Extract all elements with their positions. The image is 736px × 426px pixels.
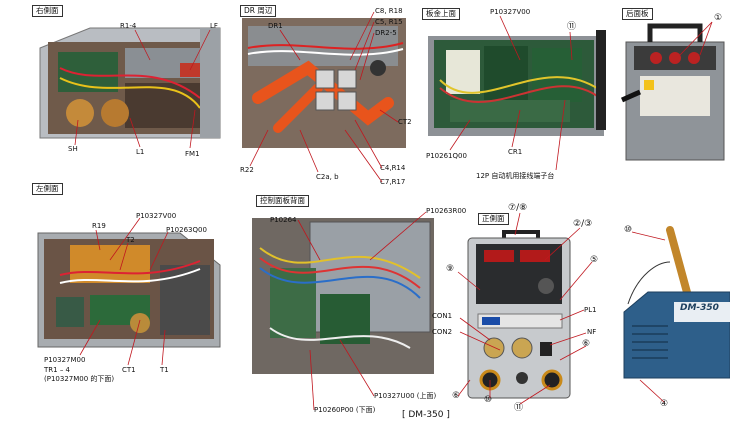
label-cr1: CR1: [508, 148, 523, 156]
caption-sheet-top: 板金上面: [422, 8, 460, 20]
marker-1-rear: ①: [714, 13, 723, 23]
photo-rear: [620, 12, 730, 162]
label-p10261q00: P10261Q00: [426, 152, 467, 160]
label-c2ab: C2a, b: [316, 173, 339, 181]
machine-right-side-image: [30, 8, 230, 158]
label-c5-r15: C5, R15: [375, 18, 403, 26]
marker-7-8: ⑦/⑧: [508, 203, 528, 213]
label-p10327u00: P10327U00 (上面): [374, 392, 437, 400]
label-p10327v00-top: P10327V00: [490, 8, 531, 16]
nameplate-text: DM-350: [680, 303, 719, 313]
label-r22: R22: [240, 166, 254, 174]
label-sh: SH: [68, 145, 78, 153]
marker-11-top: ⑪: [567, 22, 577, 32]
label-l1: L1: [136, 148, 145, 156]
marker-10: ⑩: [484, 395, 493, 405]
control-panel-back-image: [250, 208, 436, 378]
label-nf: NF: [587, 328, 597, 336]
label-p10263q00: P10263Q00: [166, 226, 207, 234]
caption-dr-area: DR 周辺: [240, 5, 277, 17]
marker-6-left: ⑥: [452, 391, 461, 401]
photo-sheet-top: [420, 10, 610, 150]
marker-10-handle: ⑩: [624, 225, 633, 235]
marker-2-3: ②/③: [573, 219, 593, 229]
label-p10260p00: P10260P00 (下面): [314, 406, 376, 414]
photo-right-side: [30, 8, 230, 158]
label-t2: T2: [126, 236, 135, 244]
marker-9: ⑨: [446, 264, 455, 274]
label-ct2: CT2: [398, 118, 412, 126]
model-label: [ DM-350 ]: [402, 410, 450, 420]
marker-11-front: ⑪: [514, 403, 524, 413]
label-con2: CON2: [432, 328, 453, 336]
handle-side-image: [618, 222, 730, 382]
label-tr1-4: TR1 – 4: [44, 366, 70, 374]
marker-5: ⑤: [590, 255, 599, 265]
label-p10264: P10264: [270, 216, 297, 224]
photo-front: [464, 228, 574, 400]
marker-6-right: ⑥: [582, 339, 591, 349]
label-t1: T1: [160, 366, 169, 374]
label-p10327v00-left: P10327V00: [136, 212, 177, 220]
label-p10263r00: P10263R00: [426, 207, 467, 215]
label-r1-4: R1-4: [120, 22, 137, 30]
label-dr1: DR1: [268, 22, 283, 30]
label-dr2-5: DR2-5: [375, 29, 397, 37]
caption-rear: 后面板: [622, 8, 653, 20]
label-fm1: FM1: [185, 150, 200, 158]
photo-control-back: [250, 208, 436, 378]
label-r19: R19: [92, 222, 106, 230]
front-panel-image: [464, 228, 574, 400]
label-c7-r17: C7,R17: [380, 178, 406, 186]
label-c4-r14: C4,R14: [380, 164, 406, 172]
label-p10327m00: P10327M00: [44, 356, 86, 364]
label-c8-r18: C8, R18: [375, 7, 403, 15]
caption-left-side: 左側面: [32, 183, 63, 195]
photo-handle-side: [618, 222, 730, 382]
label-lf: LF: [210, 22, 218, 30]
label-tr1-4-note: (P10327M00 的下面): [44, 375, 115, 383]
marker-4: ④: [660, 399, 669, 409]
label-pl1: PL1: [584, 306, 597, 314]
rear-panel-image: [620, 12, 730, 162]
caption-right-side: 右側面: [32, 5, 63, 17]
label-ct1: CT1: [122, 366, 136, 374]
label-12p-terminal: 12P 自动机用接线端子台: [476, 172, 555, 180]
caption-front: 正側面: [478, 213, 509, 225]
caption-control-back: 控制面板背面: [256, 195, 309, 207]
sheet-top-image: [420, 10, 610, 150]
label-con1: CON1: [432, 312, 453, 320]
